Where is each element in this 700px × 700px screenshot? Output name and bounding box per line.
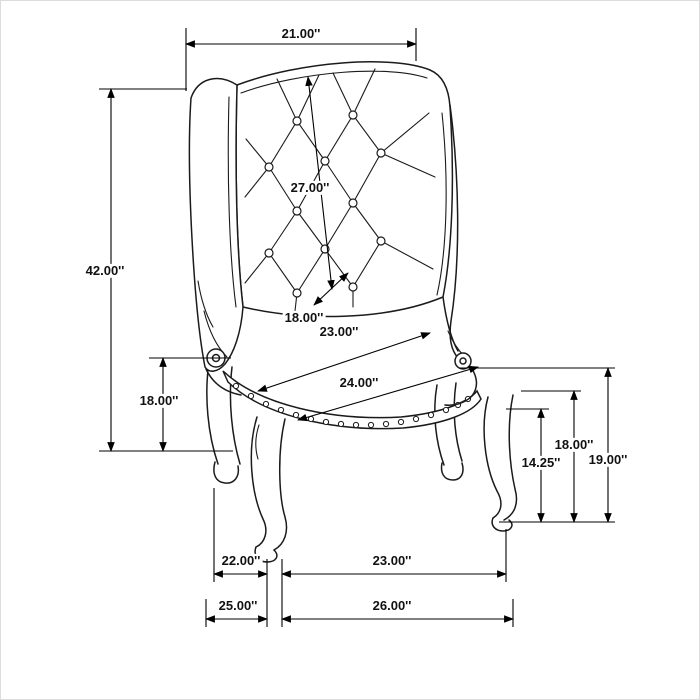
dim-label-bottom-left-lower: 25.00'' [216, 597, 260, 614]
dim-label-seat-width: 23.00'' [317, 323, 361, 340]
dim-label-right-middle: 18.00'' [552, 436, 596, 453]
dim-label-bottom-left-upper: 22.00'' [219, 552, 263, 569]
dim-seat-width [257, 332, 431, 392]
left-wing [188, 77, 244, 372]
dim-label-back-diagonal: 27.00'' [288, 179, 332, 196]
dim-seat-diagonal [313, 272, 349, 306]
dim-label-left-height: 42.00'' [83, 262, 127, 279]
dim-label-right-outer: 19.00'' [586, 451, 630, 468]
dim-label-seat-diagonal: 18.00'' [282, 309, 326, 326]
front-left-leg [250, 416, 288, 563]
dim-label-bottom-right-upper: 23.00'' [370, 552, 414, 569]
rear-right-leg [434, 382, 464, 481]
dim-label-bottom-right-lower: 26.00'' [370, 597, 414, 614]
dim-label-left-seat-height: 18.00'' [137, 392, 181, 409]
dim-top-width [185, 28, 417, 91]
dim-front-width [297, 365, 479, 422]
dimension-lines [99, 28, 615, 627]
dim-label-right-inner: 14.25'' [519, 454, 563, 471]
chair [188, 61, 518, 563]
dim-label-top-width: 21.00'' [279, 25, 323, 42]
front-right-leg [483, 394, 518, 532]
dim-bottom-group [205, 488, 514, 627]
dim-label-front-width: 24.00'' [337, 374, 381, 391]
